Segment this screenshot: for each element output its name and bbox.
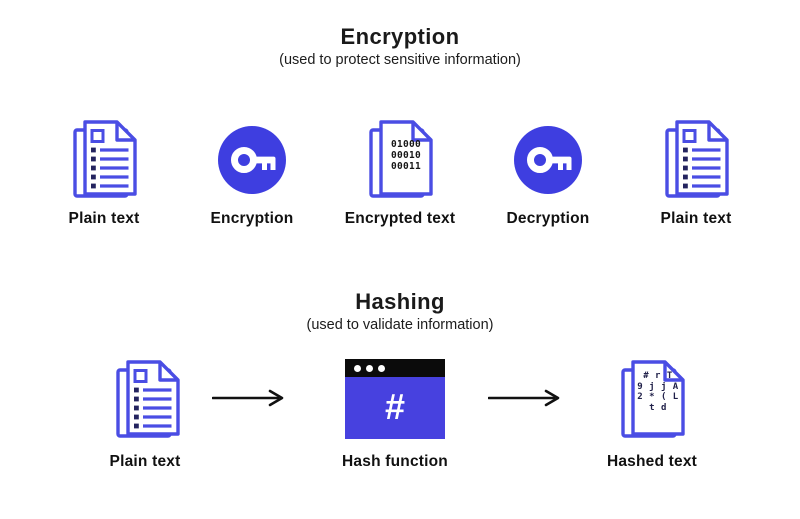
encryption-section-subtitle: (used to protect sensitive information) bbox=[279, 52, 521, 68]
encryption-step-plain-text-2: Plain text bbox=[636, 119, 756, 228]
step-label: Plain text bbox=[660, 210, 732, 227]
binary-text-lines: 01000 00010 00011 bbox=[381, 139, 431, 172]
documents-binary-icon: 01000 00010 00011 bbox=[363, 119, 437, 201]
window-title-bar bbox=[345, 359, 445, 377]
step-label: Encrypted text bbox=[344, 210, 456, 227]
window-dot bbox=[378, 364, 385, 372]
key-icon bbox=[218, 126, 286, 194]
encryption-step-decryption: Decryption bbox=[488, 119, 608, 228]
step-label: Encryption bbox=[210, 210, 294, 227]
hash-window-icon: # bbox=[345, 359, 445, 439]
documents-icon bbox=[110, 358, 184, 447]
binary-line: 01000 bbox=[390, 139, 422, 150]
hashed-line: 2 * ( L bbox=[637, 392, 679, 402]
window-dot bbox=[354, 364, 361, 372]
encryption-step-encrypted-text: 01000 00010 00011 Encrypted text bbox=[340, 119, 460, 228]
encryption-step-plain-text-1: Plain text bbox=[44, 119, 164, 228]
hashing-flow-row: # # r T 9 j j A 2 * ( L t d bbox=[0, 358, 800, 478]
key-icon bbox=[514, 119, 582, 201]
window-dot bbox=[366, 364, 373, 372]
right-arrow-icon bbox=[487, 389, 564, 412]
documents-icon bbox=[67, 119, 141, 201]
hashing-section-title: Hashing bbox=[355, 289, 445, 314]
key-icon bbox=[514, 126, 582, 194]
step-label: Plain text bbox=[109, 453, 181, 470]
hashed-text-lines: # r T 9 j j A 2 * ( L t d bbox=[633, 371, 683, 413]
step-label: Decryption bbox=[506, 210, 590, 227]
encryption-flow-row: Plain text Encryption bbox=[0, 119, 800, 228]
documents-icon bbox=[659, 119, 733, 201]
hash-symbol: # bbox=[384, 386, 406, 427]
hashing-section-subtitle: (used to validate information) bbox=[306, 317, 494, 333]
encryption-step-encryption: Encryption bbox=[192, 119, 312, 228]
documents-icon bbox=[73, 120, 137, 198]
step-label: Hashed text bbox=[606, 453, 698, 470]
key-icon bbox=[218, 119, 286, 201]
documents-binary-icon bbox=[369, 120, 433, 198]
binary-line: 00011 bbox=[390, 161, 422, 172]
right-arrow-icon bbox=[211, 389, 288, 412]
documents-icon bbox=[116, 360, 180, 438]
documents-hashed-icon: # r T 9 j j A 2 * ( L t d bbox=[615, 358, 689, 442]
window-body: # bbox=[345, 377, 445, 439]
binary-line: 00010 bbox=[390, 150, 422, 161]
hashed-line: t d bbox=[649, 402, 667, 413]
documents-hashed-icon bbox=[621, 360, 685, 438]
step-label: Hash function bbox=[342, 453, 448, 470]
step-label: Plain text bbox=[68, 210, 140, 227]
documents-icon bbox=[665, 120, 729, 198]
encryption-section-title: Encryption bbox=[340, 24, 460, 49]
hashed-line: # r T bbox=[643, 371, 673, 381]
hashed-line: 9 j j A bbox=[637, 381, 679, 392]
